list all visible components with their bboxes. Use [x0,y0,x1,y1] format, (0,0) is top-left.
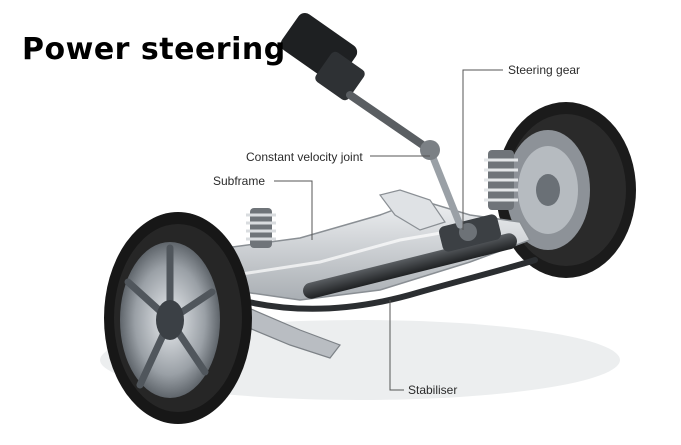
leader-stabiliser [389,300,404,391]
leader-subframe [274,180,313,240]
page-title: Power steering [22,32,286,67]
right-strut [484,150,518,210]
label-steering-gear: Steering gear [508,63,581,77]
leader-steering-gear [462,69,503,230]
left-wheel [104,212,252,424]
callout-leaders [274,69,503,391]
left-strut [246,208,276,248]
label-subframe: Subframe [213,174,266,188]
steering-rack [303,214,517,299]
label-stabiliser: Stabiliser [408,383,458,397]
stabiliser-bar [237,257,538,312]
label-constant-velocity-joint: Constant velocity joint [246,150,363,164]
steering-column [280,13,464,229]
right-wheel [496,102,636,278]
